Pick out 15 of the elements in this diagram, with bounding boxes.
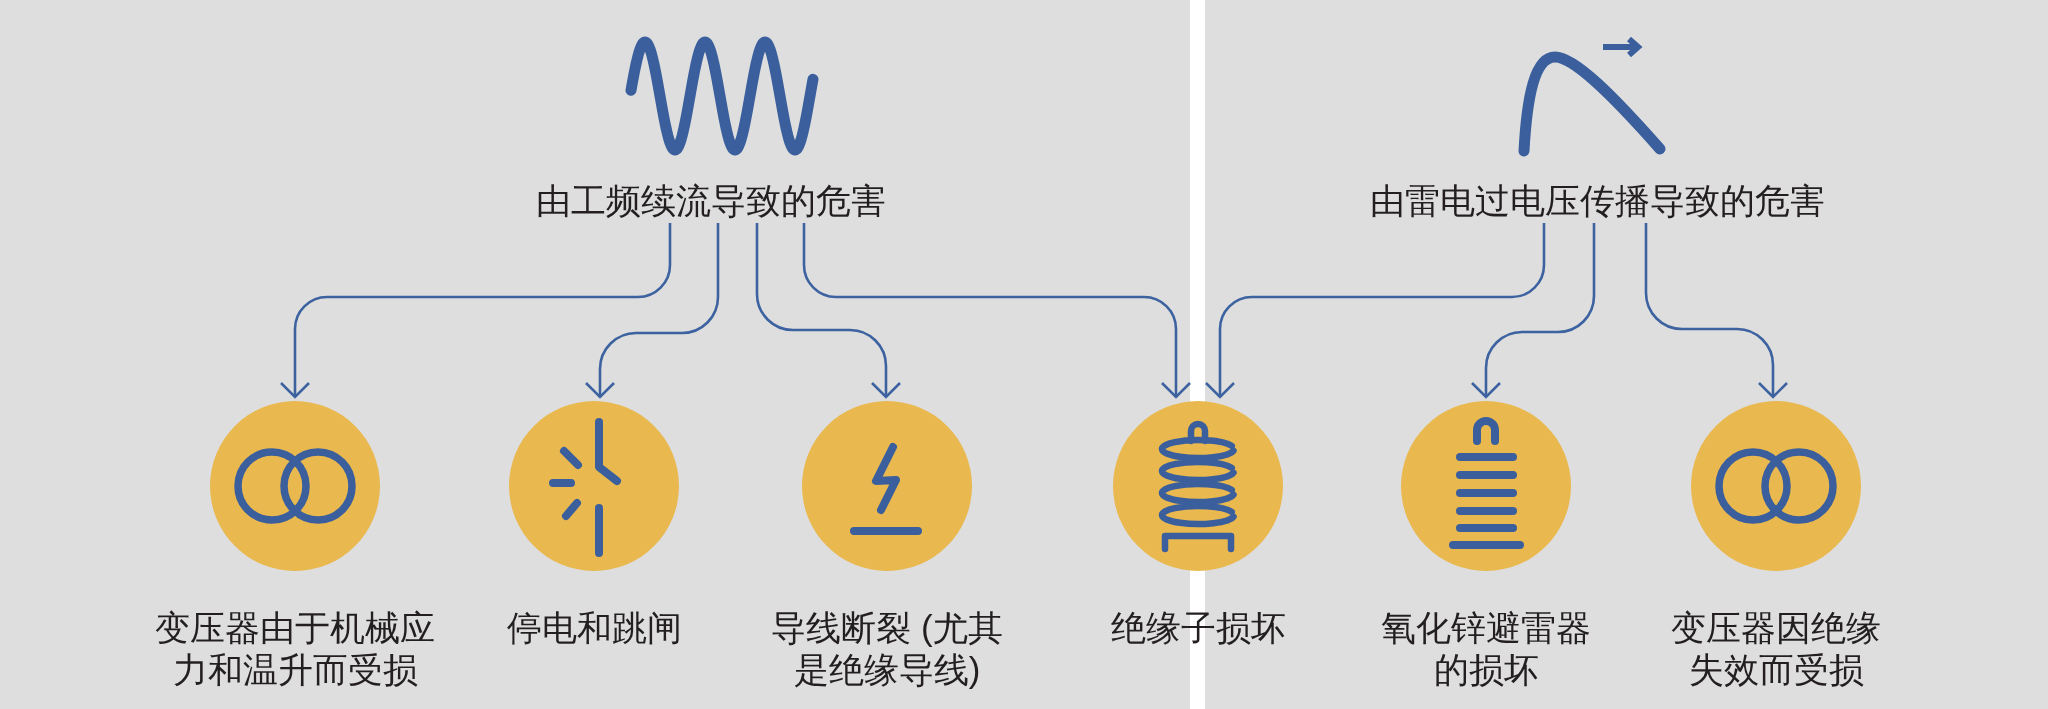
arrow	[584, 223, 720, 399]
arrow	[1644, 223, 1789, 399]
hazard-heading: 由雷电过电压传播导致的危害	[1369, 180, 1825, 222]
hazard-heading: 由工频续流导致的危害	[536, 180, 886, 222]
arrow	[1470, 223, 1596, 399]
hazard-label: 变压器由于机械应力和温升而受损	[154, 607, 436, 691]
hazard-label: 导线断裂 (尤其是绝缘导线)	[770, 607, 1004, 691]
arrow	[1204, 223, 1546, 399]
arrow	[279, 223, 672, 399]
hazard-label: 氧化锌避雷器的损坏	[1380, 607, 1592, 691]
hazard-label: 变压器因绝缘失效而受损	[1670, 607, 1882, 691]
hazard-label: 停电和跳闸	[506, 607, 682, 649]
hazard-label: 绝缘子损坏	[1110, 607, 1286, 649]
arrow	[755, 223, 902, 399]
arrow	[802, 223, 1192, 399]
